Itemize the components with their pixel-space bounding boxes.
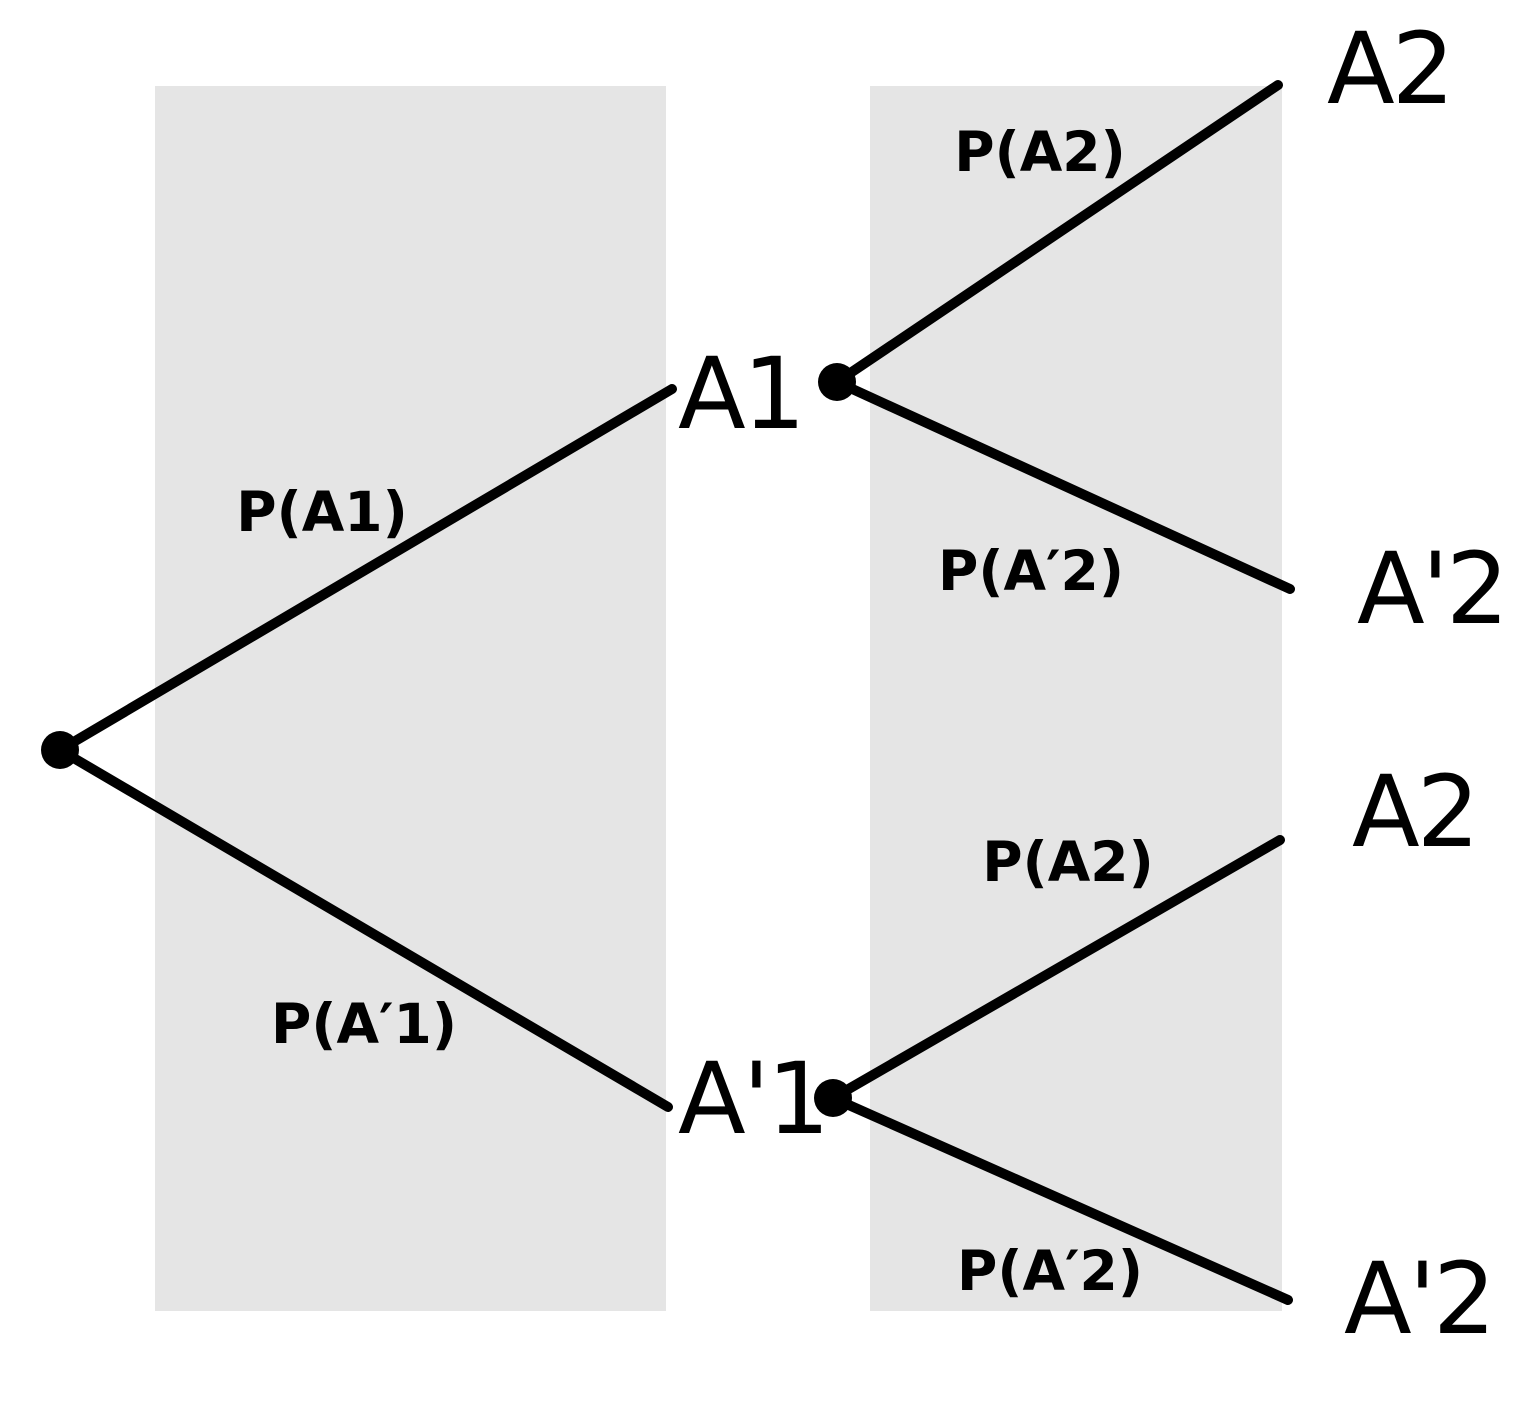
a1-prime-node-dot <box>814 1079 852 1117</box>
branch-a1-to-a2 <box>832 80 1283 387</box>
prob-label-p-a2-top: P(A2) <box>954 120 1125 184</box>
prob-label-p-a1: P(A1) <box>236 480 407 544</box>
prob-label-p-a2-prime-top: P(A′2) <box>938 539 1124 603</box>
root-node-dot <box>41 731 79 769</box>
a1-node-dot <box>818 363 856 401</box>
node-label-a2-prime-top: A'2 <box>1357 532 1506 647</box>
branch-a1-prime-to-a2-prime <box>828 1093 1293 1305</box>
prob-label-p-a1-prime: P(A′1) <box>271 992 457 1056</box>
node-label-a2-bottom: A2 <box>1352 755 1477 870</box>
branch-a1-to-a2-prime <box>832 377 1295 594</box>
branch-a1-prime-to-a2 <box>828 835 1285 1103</box>
prob-label-p-a2-prime-bottom: P(A′2) <box>957 1239 1143 1303</box>
node-label-a2-top: A2 <box>1327 12 1452 127</box>
branch-root-to-a1-prime <box>55 745 673 1112</box>
node-label-a2-prime-bottom: A'2 <box>1344 1242 1493 1357</box>
branch-root-to-a1 <box>55 384 677 755</box>
node-label-a1-prime: A'1 <box>678 1042 827 1157</box>
prob-label-p-a2-bottom: P(A2) <box>982 830 1153 894</box>
node-label-a1: A1 <box>678 337 803 452</box>
stage-1-band <box>155 86 666 1311</box>
stage-2-band <box>870 86 1282 1311</box>
